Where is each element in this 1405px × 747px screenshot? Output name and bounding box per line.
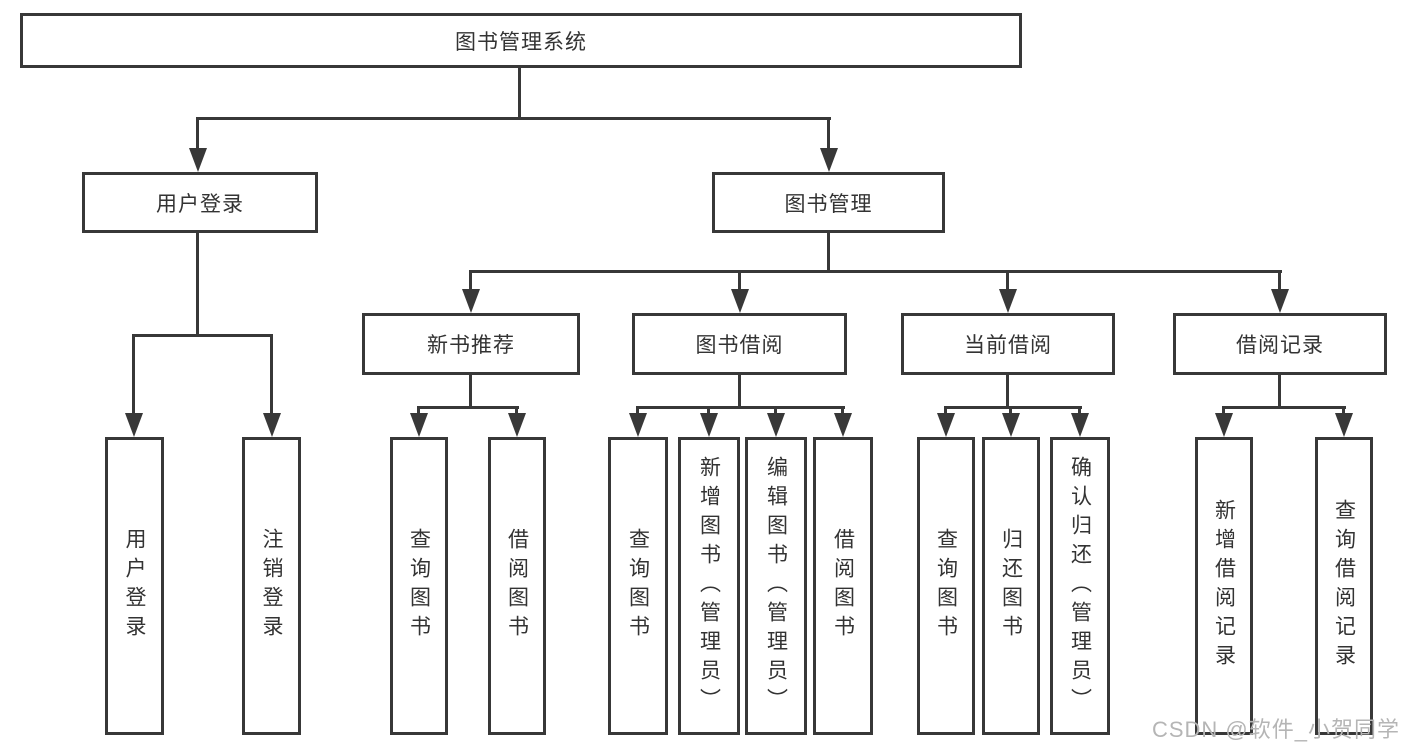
leaf-label: 查询图书 [934, 528, 958, 644]
node-label: 用户登录 [156, 192, 244, 216]
leaf-label: 新增借阅记录 [1212, 499, 1236, 673]
leaf-label: 查询图书 [407, 528, 431, 644]
connector-arrow-bb-edit [767, 413, 785, 437]
node-label: 新书推荐 [427, 334, 515, 357]
node-borrowing-records: 借阅记录 [1173, 313, 1387, 375]
node-book-borrowing: 图书借阅 [632, 313, 847, 375]
connector-hline-new-book-split [418, 406, 519, 409]
connector-hline-book-borrow-split [637, 406, 845, 409]
leaf-borrowing-edit-books-admin: 编辑图书（管理员） [745, 437, 807, 735]
node-label: 图书管理系统 [455, 30, 587, 54]
connector-arrow-leaf-logout [263, 413, 281, 437]
connector-hline-level3 [470, 270, 1282, 273]
csdn-watermark: CSDN @软件_小贺同学 [1151, 717, 1400, 742]
connector-vline-book-borrow [738, 270, 741, 294]
connector-arrow-borrow-records [1271, 289, 1289, 313]
connector-vline-rec-query [417, 406, 420, 418]
connector-vline-bb-borrow [841, 406, 844, 418]
connector-arrow-current-borrow [999, 289, 1017, 313]
connector-arrow-cb-return [1002, 413, 1020, 437]
connector-arrow-rec-query [410, 413, 428, 437]
connector-vline-book-management [827, 117, 830, 153]
leaf-label: 注销登录 [260, 528, 283, 644]
leaf-recommend-query-books: 查询图书 [390, 437, 448, 735]
connector-vline-borrow-records [1278, 270, 1281, 294]
leaf-recommend-borrow-books: 借阅图书 [488, 437, 546, 735]
connector-vline-user-login-down [196, 233, 199, 337]
connector-vline-book-borrow-down [738, 375, 741, 409]
connector-arrow-bb-query [629, 413, 647, 437]
connector-arrow-br-query [1335, 413, 1353, 437]
connector-vline-leaf-login [132, 334, 135, 416]
connector-vline-br-add [1222, 406, 1225, 418]
node-user-login: 用户登录 [82, 172, 318, 233]
node-library-management-system: 图书管理系统 [20, 13, 1022, 68]
leaf-logout: 注销登录 [242, 437, 301, 735]
connector-vline-new-book-down [469, 375, 472, 409]
leaf-user-login: 用户登录 [105, 437, 164, 735]
connector-arrow-rec-borrow [508, 413, 526, 437]
connector-vline-new-book [469, 270, 472, 294]
connector-hline-current-split [945, 406, 1082, 409]
leaf-current-return-books: 归还图书 [982, 437, 1040, 735]
node-book-management: 图书管理 [712, 172, 945, 233]
node-label: 图书借阅 [695, 334, 784, 357]
connector-arrow-leaf-login [125, 413, 143, 437]
connector-arrow-cb-query [937, 413, 955, 437]
connector-vline-bb-query [636, 406, 639, 418]
connector-arrow-book-management [820, 148, 838, 172]
leaf-borrowing-query-books: 查询图书 [608, 437, 668, 735]
connector-arrow-br-add [1215, 413, 1233, 437]
connector-arrow-bb-borrow [834, 413, 852, 437]
node-label: 借阅记录 [1236, 334, 1324, 357]
leaf-label: 查询借阅记录 [1332, 499, 1356, 673]
leaf-label: 查询图书 [626, 528, 650, 644]
connector-vline-cb-query [944, 406, 947, 418]
leaf-borrowing-borrow-books: 借阅图书 [813, 437, 873, 735]
connector-vline-rec-borrow [515, 406, 518, 418]
leaf-label: 编辑图书（管理员） [764, 455, 788, 717]
connector-arrow-user-login [189, 148, 207, 172]
leaf-label: 归还图书 [999, 528, 1023, 644]
connector-vline-cb-return [1009, 406, 1012, 418]
connector-vline-br-query [1342, 406, 1345, 418]
leaf-records-query-borrow-record: 查询借阅记录 [1315, 437, 1373, 735]
leaf-label: 新增图书（管理员） [697, 455, 721, 717]
connector-vline-current-down [1006, 375, 1009, 409]
node-new-book-recommendation: 新书推荐 [362, 313, 580, 375]
connector-arrow-bb-add [700, 413, 718, 437]
connector-vline-root [518, 68, 521, 118]
connector-vline-cb-confirm [1078, 406, 1081, 418]
connector-arrow-new-book [462, 289, 480, 313]
connector-arrow-cb-confirm [1071, 413, 1089, 437]
leaf-label: 借阅图书 [831, 528, 855, 644]
connector-arrow-book-borrow [731, 289, 749, 313]
connector-vline-bb-add [707, 406, 710, 418]
node-label: 图书管理 [784, 192, 873, 216]
node-label: 当前借阅 [964, 334, 1052, 357]
leaf-borrowing-add-books-admin: 新增图书（管理员） [678, 437, 740, 735]
leaf-records-add-borrow-record: 新增借阅记录 [1195, 437, 1253, 735]
leaf-current-query-books: 查询图书 [917, 437, 975, 735]
connector-vline-leaf-logout [270, 334, 273, 416]
connector-hline-records-split [1223, 406, 1346, 409]
leaf-label: 确认归还（管理员） [1068, 455, 1092, 717]
connector-vline-user-login [196, 117, 199, 153]
connector-vline-records-down [1278, 375, 1281, 409]
connector-vline-bb-edit [774, 406, 777, 418]
node-current-borrowing: 当前借阅 [901, 313, 1115, 375]
connector-vline-book-management-down [827, 233, 830, 273]
connector-hline-level2 [197, 117, 831, 120]
leaf-label: 用户登录 [123, 528, 146, 644]
connector-vline-current-borrow [1006, 270, 1009, 294]
leaf-label: 借阅图书 [505, 528, 529, 644]
leaf-current-confirm-return-admin: 确认归还（管理员） [1050, 437, 1110, 735]
connector-hline-user-login-split [133, 334, 273, 337]
